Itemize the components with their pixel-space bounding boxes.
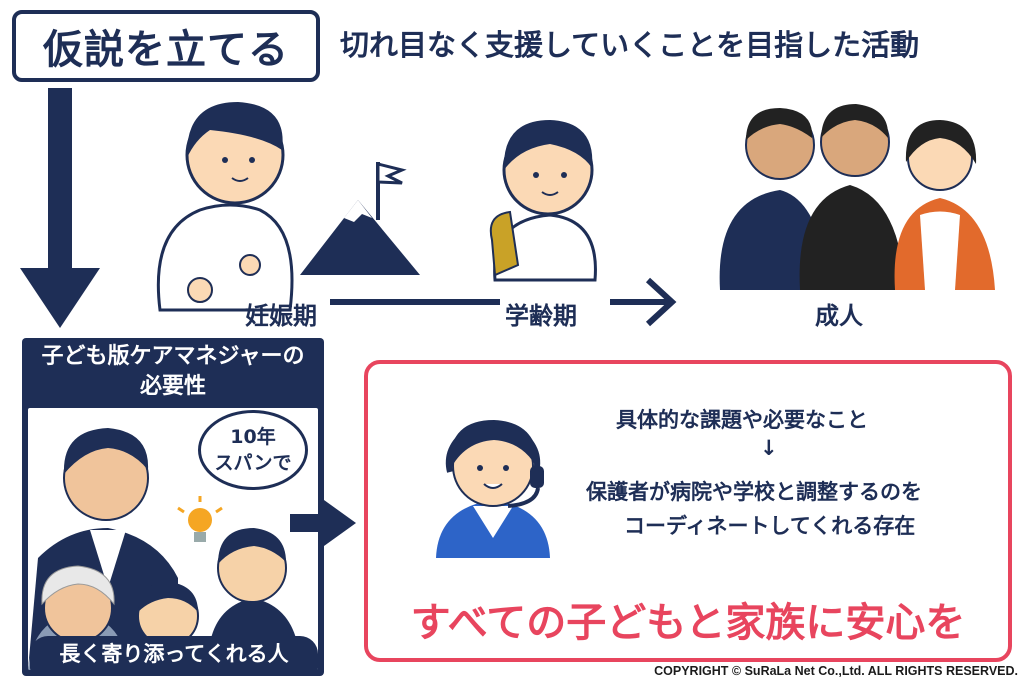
- info-line-coordination: 保護者が病院や学校と調整するのを: [586, 480, 922, 504]
- span-bubble-line2: スパンで: [214, 452, 292, 474]
- mountain-flag-icon: [300, 162, 420, 275]
- pregnant-woman-illustration: [156, 102, 294, 312]
- care-manager-title: 子ども版ケアマネジャーの 必要性: [22, 342, 324, 402]
- slogan: すべての子どもと家族に安心を: [410, 600, 966, 646]
- down-arrow-icon: [20, 88, 100, 328]
- hypothesis-label: 仮説を立てる: [43, 27, 289, 73]
- info-line-coordinator: コーディネートしてくれる存在: [624, 514, 916, 538]
- care-manager-title-line1: 子ども版ケアマネジャーの: [41, 344, 305, 369]
- care-manager-panel: 子ども版ケアマネジャーの 必要性: [22, 338, 324, 676]
- life-stage-timeline: [156, 102, 995, 327]
- info-down-arrow: ↓: [760, 436, 778, 460]
- care-manager-title-line2: 必要性: [139, 374, 206, 399]
- span-bubble-line1: 10年: [230, 426, 276, 448]
- ten-year-span-bubble: 10年 スパンで: [198, 410, 308, 490]
- stage-adult: 成人: [815, 302, 863, 330]
- right-arrow-icon: [290, 500, 356, 546]
- hypothesis-box: 仮説を立てる: [12, 10, 320, 82]
- lightbulb-icon: [177, 496, 223, 542]
- stage-school-age: 学齢期: [505, 302, 577, 330]
- copyright-notice: COPYRIGHT © SuRaLa Net Co.,Ltd. ALL RIGH…: [654, 664, 1018, 678]
- right-arrow-icon: [645, 277, 677, 327]
- school-child-illustration: [489, 120, 597, 282]
- adult-family-illustration: [719, 104, 995, 290]
- long-support-caption: 長く寄り添ってくれる人: [30, 636, 318, 672]
- stage-pregnancy: 妊娠期: [245, 302, 317, 330]
- goal-heading: 切れ目なく支援していくことを目指した活動: [340, 28, 920, 62]
- coordinator-info-box: 具体的な課題や必要なこと ↓ 保護者が病院や学校と調整するのを コーディネートし…: [364, 360, 1012, 662]
- info-line-issues: 具体的な課題や必要なこと: [616, 408, 868, 432]
- headset-operator-icon: [436, 420, 550, 558]
